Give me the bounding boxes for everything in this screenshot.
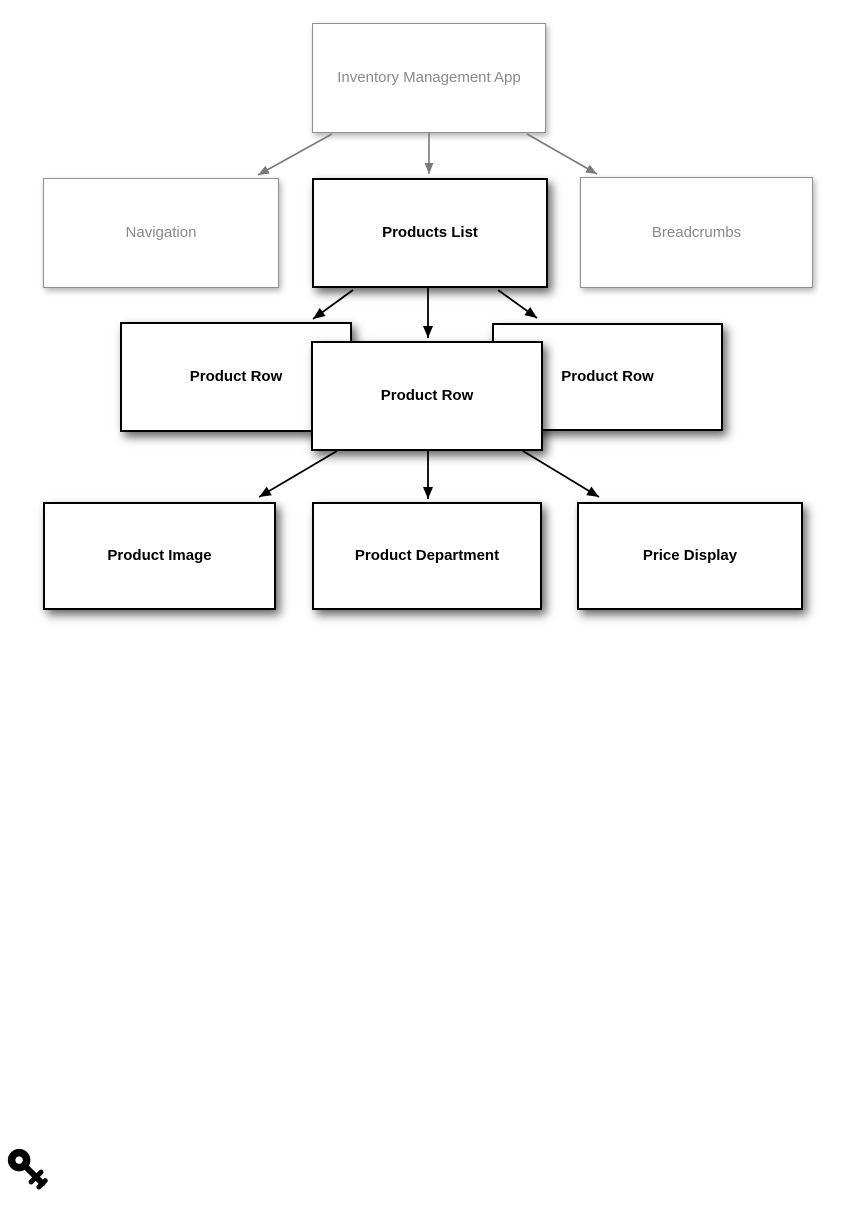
edge-product-row-to-product-image xyxy=(258,450,338,498)
node-inventory-management-app[interactable]: Inventory Management App xyxy=(312,23,546,133)
node-label: Products List xyxy=(382,224,478,241)
node-products-list[interactable]: Products List xyxy=(312,178,548,288)
edge-app-to-navigation xyxy=(257,133,333,176)
node-product-row-center[interactable]: Product Row xyxy=(311,341,543,451)
edge-app-to-breadcrumbs xyxy=(526,133,598,175)
node-label: Breadcrumbs xyxy=(651,223,742,241)
node-label: Inventory Management App xyxy=(337,69,521,86)
node-navigation[interactable]: Navigation xyxy=(43,178,279,288)
node-breadcrumbs[interactable]: Breadcrumbs xyxy=(580,177,813,288)
node-label: Price Display xyxy=(642,547,738,564)
node-label: Product Department xyxy=(354,547,500,564)
edge-products-list-to-product-row-left xyxy=(312,289,354,320)
node-label: Navigation xyxy=(125,224,197,241)
node-label: Product Row xyxy=(189,368,283,385)
edge-products-list-to-product-row-right xyxy=(497,289,538,319)
node-label: Product Image xyxy=(107,547,212,564)
key-icon xyxy=(7,1146,57,1198)
node-label: Product Row xyxy=(380,387,474,404)
node-label: Product Row xyxy=(561,368,654,385)
edge-product-row-to-price-display xyxy=(522,450,600,498)
node-price-display[interactable]: Price Display xyxy=(577,502,803,610)
node-product-department[interactable]: Product Department xyxy=(312,502,542,610)
node-product-image[interactable]: Product Image xyxy=(43,502,276,610)
